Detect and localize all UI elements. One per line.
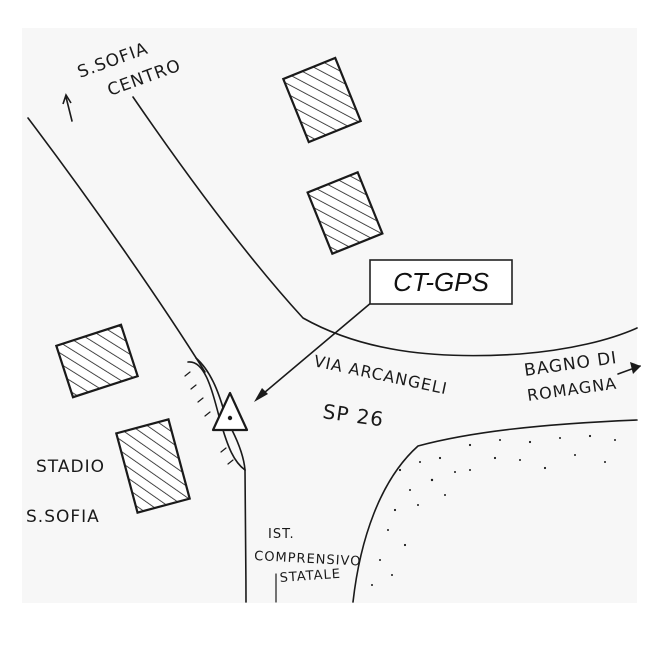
label-school-2: COMPRENSIVO <box>254 549 362 570</box>
school-plot-texture <box>371 434 616 586</box>
building-2 <box>306 170 384 256</box>
building-3 <box>54 323 140 399</box>
label-school-3: STATALE <box>279 567 341 586</box>
station-label: CT-GPS <box>369 259 513 305</box>
road-south-left <box>244 469 247 603</box>
building-stadium <box>114 418 192 514</box>
label-school-1: IST. <box>268 527 295 542</box>
label-stadium-1: STADIO <box>36 457 105 477</box>
school-plot-edge <box>352 419 638 603</box>
east-arrow-icon <box>617 362 641 375</box>
label-pointer <box>254 301 373 402</box>
station-marker <box>211 391 249 432</box>
station-label-text: CT-GPS <box>393 267 489 297</box>
road-right-edge <box>132 96 638 357</box>
buildings <box>54 56 384 514</box>
roads <box>27 96 638 603</box>
triangle-station-icon <box>211 391 249 432</box>
building-1 <box>281 56 363 144</box>
north-arrow-icon <box>62 93 73 122</box>
road-left-edge <box>27 117 206 373</box>
road-south-junction <box>231 429 246 471</box>
label-stadium-2: S.SOFIA <box>26 507 100 527</box>
